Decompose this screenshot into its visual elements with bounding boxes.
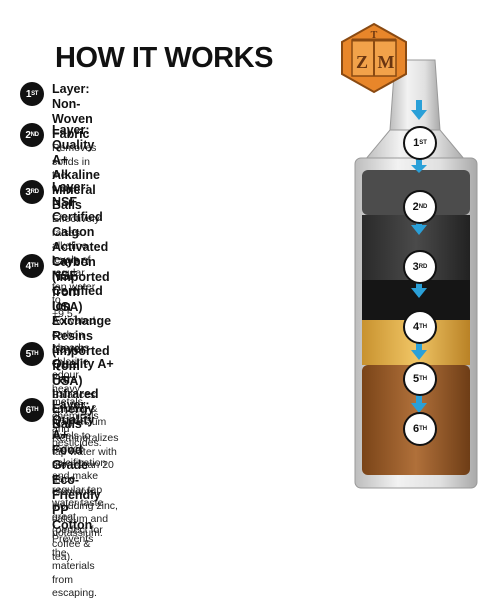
flow-arrows (411, 100, 427, 413)
layer-3-desc-line-1: Activated carbon absorbs chlorine odour,… (52, 315, 96, 395)
logo-letter-t: T (371, 30, 378, 41)
layer-3-heading-line-2: Carbon (imported from USA) (52, 255, 110, 314)
layer-2-desc-line-2: +9.5. (52, 307, 76, 320)
layer-6-heading: Layer: Quality A+ Food Grade Eco-Friendl… (52, 398, 101, 502)
layer-2-desc-line-1: Effectively raises alkaline levels of re… (52, 213, 100, 306)
layer-1-desc: Removes solids in the water. (52, 142, 97, 195)
layer-4-desc-line-1: Balances calcium & magnesium levels to r… (52, 389, 107, 455)
ztm-logo: Z T M (341, 22, 407, 94)
layer-6-desc: Prevents the materials from escaping. (52, 533, 97, 599)
layer-6-heading-line-2: PP Cotton (52, 503, 93, 532)
page-title: HOW IT WORKS (55, 42, 273, 74)
layer-3-desc-line-2: metals, chemicals and pesticides. (52, 396, 102, 449)
layer-4-heading-line-2: (imported from USA) (52, 344, 110, 388)
layer-1-heading: Layer: Non-Woven Fabric (52, 82, 93, 141)
layer-3-heading: Layer: NSF Certified Calgon Activated (52, 180, 109, 254)
layer-5-heading: Layer: Quality A+ Far-Infrared Energy Ba… (52, 342, 114, 431)
layer-5-desc-line-1: Remineralizes tap water with more than 2… (52, 432, 119, 485)
layer-4-heading: Layer: NSF Certified Ion Exchange Resins (52, 254, 112, 343)
logo-letter-m: M (378, 52, 395, 72)
logo-letter-z: Z (356, 52, 368, 72)
layer-2-heading: Layer: Quality A+ Alkaline Mineral Balls (52, 123, 100, 212)
